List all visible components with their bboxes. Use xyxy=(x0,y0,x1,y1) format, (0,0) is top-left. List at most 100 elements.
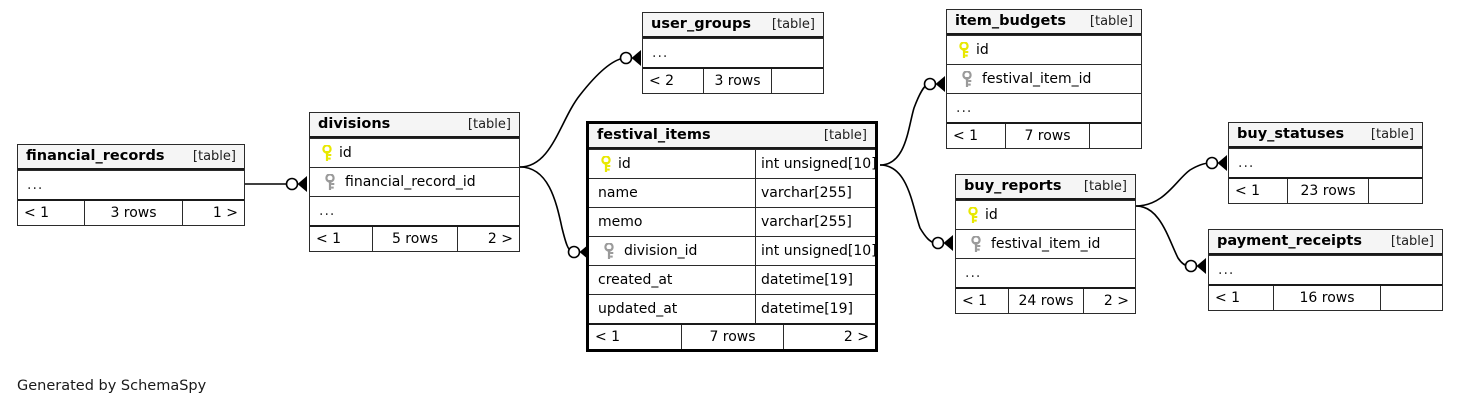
column-name-cell: ... xyxy=(956,259,1135,287)
column-name-cell: id xyxy=(947,36,1141,64)
table-column-row: id int unsigned[10] xyxy=(589,149,877,178)
next-page-link[interactable]: 2 > xyxy=(1083,289,1135,313)
table-title: user_groups xyxy=(651,16,752,32)
table-column-row: updated_at datetime[19] xyxy=(589,294,875,323)
table-title: buy_statuses xyxy=(1237,126,1345,142)
row-count-label: 3 rows xyxy=(703,69,771,93)
table-column-row: festival_item_id xyxy=(956,229,1135,258)
next-page-link[interactable]: 1 > xyxy=(182,201,244,225)
table-column-row: id xyxy=(956,200,1135,229)
table-title: financial_records xyxy=(26,148,165,164)
table-node-buy_statuses[interactable]: buy_statuses [table]... < 1 23 rows xyxy=(1228,122,1423,204)
table-title: divisions xyxy=(318,116,391,132)
row-count-label: 5 rows xyxy=(372,227,457,251)
table-kind-label: [table] xyxy=(1370,126,1414,142)
table-column-row: division_id int unsigned[10] xyxy=(589,236,877,265)
prev-page-link[interactable]: < 1 xyxy=(962,293,988,309)
table-title: payment_receipts xyxy=(1217,233,1362,249)
table-column-row: ... xyxy=(956,258,1135,287)
column-type-cell: datetime[19] xyxy=(755,266,853,294)
prev-page-link[interactable]: < 1 xyxy=(595,329,621,345)
table-kind-label: [table] xyxy=(771,16,815,32)
table-column-row: ... xyxy=(947,93,1141,122)
row-count-label: 3 rows xyxy=(84,201,182,225)
next-page-link[interactable] xyxy=(1089,124,1141,148)
table-column-row: id xyxy=(310,138,519,167)
column-name-cell: updated_at xyxy=(589,295,755,323)
column-type-cell: datetime[19] xyxy=(755,295,853,323)
column-name-label: festival_item_id xyxy=(982,71,1092,87)
table-title: buy_reports xyxy=(964,178,1062,194)
column-name-label: ... xyxy=(956,100,973,116)
next-page-link[interactable]: 2 > xyxy=(783,325,875,349)
table-title: item_budgets xyxy=(955,13,1066,29)
edge-divisions-festival-items xyxy=(519,166,589,260)
prev-page-link[interactable]: < 1 xyxy=(1215,290,1241,306)
foreign-key-icon xyxy=(954,70,980,88)
column-name-cell: financial_record_id xyxy=(310,168,519,196)
column-type-cell: int unsigned[10] xyxy=(755,150,877,178)
table-header-divisions: divisions[table] xyxy=(310,113,519,138)
prev-page-link[interactable]: < 1 xyxy=(316,231,342,247)
column-name-label: id xyxy=(985,207,998,223)
column-name-label: id xyxy=(976,42,989,58)
column-name-label: updated_at xyxy=(598,301,678,317)
row-count-label: 23 rows xyxy=(1287,179,1368,203)
column-name-cell: ... xyxy=(643,39,823,67)
edge-buy-reports-buy-statuses xyxy=(1135,155,1227,207)
table-header-payment_receipts: payment_receipts[table] xyxy=(1209,230,1442,255)
next-page-link[interactable] xyxy=(1368,179,1422,203)
table-column-row: id xyxy=(947,35,1141,64)
table-header-item_budgets: item_budgets[table] xyxy=(947,10,1141,35)
table-column-row: ... xyxy=(1229,148,1422,177)
table-kind-label: [table] xyxy=(192,148,236,164)
column-name-label: ... xyxy=(1218,262,1235,278)
column-type-cell: varchar[255] xyxy=(755,208,852,236)
column-name-label: division_id xyxy=(624,243,698,259)
table-node-payment_receipts[interactable]: payment_receipts[table]... < 1 16 rows xyxy=(1208,229,1443,311)
table-node-item_budgets[interactable]: item_budgets[table]id festival_item_id...… xyxy=(946,9,1142,149)
prev-page-link[interactable]: < 1 xyxy=(1235,183,1261,199)
next-page-link[interactable] xyxy=(1380,286,1442,310)
table-title: festival_items xyxy=(597,127,711,143)
table-column-row: ... xyxy=(18,170,244,199)
table-column-row: memo varchar[255] xyxy=(589,207,875,236)
column-name-cell: festival_item_id xyxy=(956,230,1135,258)
foreign-key-icon xyxy=(317,173,343,191)
table-column-row: festival_item_id xyxy=(947,64,1141,93)
column-name-label: created_at xyxy=(598,272,673,288)
column-name-cell: ... xyxy=(310,197,519,225)
row-count-label: 16 rows xyxy=(1273,286,1380,310)
row-count-label: 24 rows xyxy=(1008,289,1083,313)
table-node-user_groups[interactable]: user_groups [table]... < 2 3 rows xyxy=(642,12,824,94)
column-name-label: id xyxy=(618,156,631,172)
prev-page-link[interactable]: < 1 xyxy=(24,205,50,221)
primary-key-icon xyxy=(954,41,974,59)
column-name-cell: id xyxy=(310,139,519,167)
prev-page-link[interactable]: < 2 xyxy=(649,73,675,89)
column-name-cell: created_at xyxy=(589,266,755,294)
table-header-buy_statuses: buy_statuses [table] xyxy=(1229,123,1422,148)
column-name-label: ... xyxy=(319,203,336,219)
next-page-link[interactable] xyxy=(771,69,823,93)
column-name-cell: division_id xyxy=(589,237,755,265)
next-page-link[interactable]: 2 > xyxy=(457,227,519,251)
table-kind-label: [table] xyxy=(1083,178,1127,194)
table-column-row: created_at datetime[19] xyxy=(589,265,875,294)
table-header-festival_items: festival_items[table] xyxy=(589,124,875,149)
table-header-financial_records: financial_records [table] xyxy=(18,145,244,170)
prev-page-link[interactable]: < 1 xyxy=(953,128,979,144)
foreign-key-icon xyxy=(596,242,622,260)
edge-festival-items-buy-reports xyxy=(879,164,953,251)
column-name-label: memo xyxy=(598,214,643,230)
column-type-cell: int unsigned[10] xyxy=(755,237,877,265)
column-name-cell: memo xyxy=(589,208,755,236)
column-name-label: ... xyxy=(1238,155,1255,171)
